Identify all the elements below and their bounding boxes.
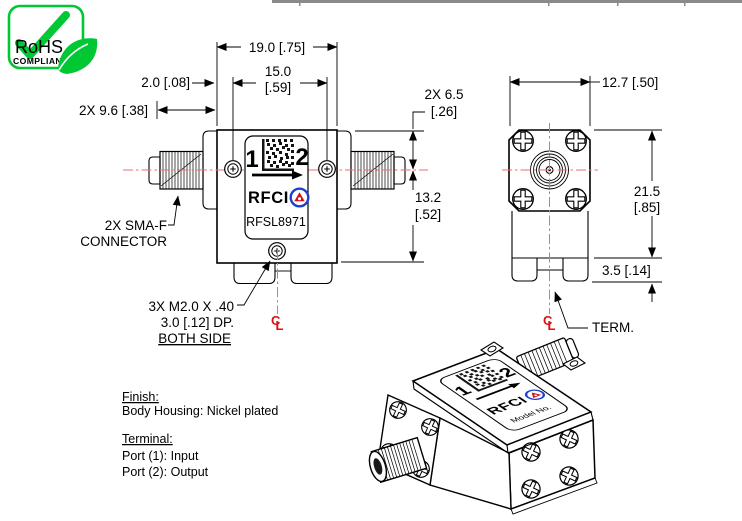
terminal-port1: Port (1): Input — [122, 449, 199, 463]
side-view: C L — [502, 123, 598, 333]
terminal-heading: Terminal: — [122, 432, 173, 446]
dim-132-mm: 13.2 — [415, 190, 441, 205]
svg-text:TERM.: TERM. — [592, 320, 634, 335]
dim-65-mm: 2X 6.5 — [424, 87, 463, 102]
callout-sma: 2X SMA-F CONNECTOR — [80, 195, 181, 249]
port1-label: 1 — [245, 146, 258, 173]
dim-2: 2.0 [.08] — [141, 75, 190, 90]
top-table-rule — [272, 0, 742, 6]
dim-15-mm: 15.0 — [265, 64, 291, 79]
rohs-subtitle: COMPLIANT — [13, 56, 68, 66]
dim-15-in: [.59] — [265, 80, 291, 95]
svg-text:BOTH SIDE: BOTH SIDE — [158, 331, 231, 346]
svg-text:L: L — [276, 318, 284, 333]
svg-text:3.0 [.12] DP.: 3.0 [.12] DP. — [161, 315, 234, 330]
centerline-symbol: C L — [543, 313, 556, 333]
dim-132-in: [.52] — [415, 207, 441, 222]
dim-35: 3.5 [.14] — [602, 263, 651, 278]
svg-text:2X SMA-F: 2X SMA-F — [105, 218, 167, 233]
dim-96: 2X 9.6 [.38] — [79, 103, 148, 118]
finish-body: Body Housing: Nickel plated — [122, 404, 278, 418]
finish-heading: Finish: — [122, 390, 159, 404]
front-view: 1 2 RFCI RFSL8971 C L — [123, 129, 428, 333]
leaf-icon — [58, 38, 98, 74]
callout-term: TERM. — [554, 291, 634, 335]
model-label: RFSL8971 — [246, 215, 306, 229]
dim-65-in: [.26] — [431, 104, 457, 119]
checkmark-icon — [15, 11, 70, 59]
isometric-view: 1 2 RFCI Model No. — [368, 337, 598, 515]
brand-label: RFCI — [248, 189, 289, 207]
svg-text:C: C — [271, 313, 281, 328]
port2-label: 2 — [295, 144, 308, 171]
svg-text:C: C — [543, 313, 553, 328]
dim-215-in: [.85] — [634, 200, 660, 215]
direction-arrow-icon — [252, 170, 303, 180]
centerline-symbol: C L — [271, 313, 284, 333]
connector-bore — [373, 458, 383, 475]
dim-19: 19.0 [.75] — [249, 40, 305, 55]
direction-arrow-icon — [475, 382, 521, 401]
rohs-title: RoHS — [15, 37, 63, 57]
mounting-ear — [479, 341, 505, 357]
side-body — [511, 211, 589, 282]
rohs-badge: RoHS COMPLIANT — [7, 4, 98, 74]
notes-block: Finish: Body Housing: Nickel plated Term… — [122, 390, 278, 479]
svg-text:L: L — [548, 318, 556, 333]
mounting-ear — [561, 356, 587, 371]
bottom-foot — [233, 263, 333, 285]
svg-text:CONNECTOR: CONNECTOR — [80, 234, 167, 249]
terminal-port2: Port (2): Output — [122, 465, 209, 479]
side-dimensions: 12.7 [.50] 21.5 [.85] 3.5 [.14] TERM. — [509, 75, 670, 335]
dim-127: 12.7 [.50] — [602, 75, 658, 90]
dim-215-mm: 21.5 — [634, 184, 660, 199]
svg-text:3X M2.0 X .40: 3X M2.0 X .40 — [148, 299, 234, 314]
product-label: 1 2 RFCI RFSL8971 — [244, 135, 310, 240]
front-dimensions: 19.0 [.75] 15.0 [.59] 2.0 [.08] 2X 9.6 [… — [79, 39, 464, 346]
sma-connector-front — [368, 436, 428, 484]
callout-tapped-holes: 3X M2.0 X .40 3.0 [.12] DP. BOTH SIDE — [148, 260, 271, 346]
